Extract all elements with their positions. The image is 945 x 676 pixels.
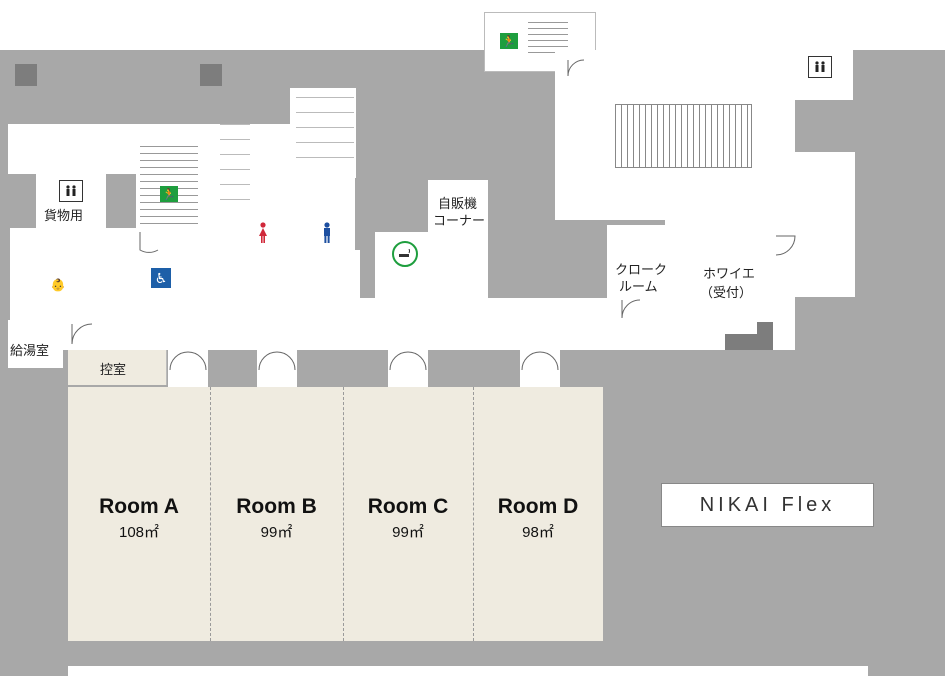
emergency-exit-icon: 🏃 — [160, 186, 178, 202]
brand-name: NIKAI Flex — [699, 493, 836, 516]
accessible-toilet-icon: ♿ — [151, 268, 171, 288]
room-b[interactable]: Room B 99㎡ — [210, 387, 343, 641]
pillar — [200, 64, 222, 86]
emergency-exit-icon: 🏃 — [500, 33, 518, 49]
partition-line — [473, 387, 474, 641]
vending-label-2: コーナー — [433, 213, 486, 228]
vending-corner — [428, 180, 488, 300]
room-d-name: Room D — [497, 495, 579, 518]
foyer-label-1: ホワイエ — [703, 266, 755, 281]
room-c-area: 99㎡ — [392, 524, 424, 541]
partition-line — [343, 387, 344, 641]
brand-box: NIKAI Flex — [661, 483, 874, 527]
elevator-icon — [59, 180, 83, 202]
room-b-name: Room B — [236, 495, 317, 518]
kitchenette-label: 給湯室 — [10, 343, 50, 358]
room-a[interactable]: Room A 108㎡ — [68, 387, 210, 641]
reception-counter-inner — [725, 322, 757, 334]
room-a-name: Room A — [99, 495, 179, 518]
vending-label-1: 自販機 — [438, 196, 478, 211]
toilet-stalls — [220, 124, 250, 214]
waiting-room — [68, 350, 167, 385]
freight-elevator-label: 貨物用 — [44, 208, 84, 223]
room-d-area: 98㎡ — [522, 524, 554, 541]
top-left-cut — [0, 0, 484, 50]
main-corridor — [10, 298, 665, 350]
cloak-label-2: ルーム — [619, 279, 658, 294]
partition-line — [210, 387, 211, 641]
womens-toilet-icon — [256, 222, 270, 244]
room-a-area: 108㎡ — [118, 524, 160, 541]
restroom-corridor — [200, 250, 360, 300]
elevator-icon — [808, 56, 832, 78]
kitchenette-room — [8, 320, 63, 368]
room-c-name: Room C — [367, 495, 449, 518]
stair-steps-west — [140, 140, 198, 230]
cloak-room — [607, 225, 665, 350]
window-strip — [68, 666, 868, 676]
west-hall — [10, 228, 140, 300]
escalators — [615, 104, 752, 168]
cloak-label-1: クローク — [615, 262, 668, 277]
toilet-stalls — [296, 92, 354, 172]
room-b-area: 99㎡ — [260, 524, 293, 541]
baby-care-icon: 👶 — [48, 276, 68, 294]
top-right-cut — [600, 0, 945, 50]
waiting-room-label: 控室 — [100, 362, 127, 377]
foyer-label-2: （受付） — [700, 285, 753, 300]
smoking-area-icon — [392, 241, 418, 267]
room-c[interactable]: Room C 99㎡ — [343, 387, 473, 641]
pillar — [15, 64, 37, 86]
room-d[interactable]: Room D 98㎡ — [473, 387, 603, 641]
mens-toilet-icon — [320, 222, 334, 244]
ne-room — [795, 152, 855, 297]
